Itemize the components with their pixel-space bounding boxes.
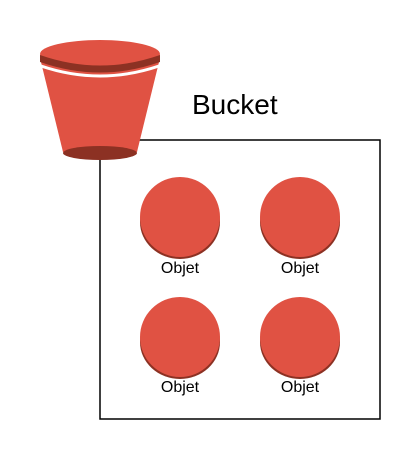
object-icon [260,297,340,379]
object-icon [260,177,340,259]
bucket-container-box [99,139,381,420]
object-icon [140,297,220,379]
object-label: Objet [160,379,200,396]
object-label: Objet [280,379,320,396]
s3-bucket-icon [40,40,160,160]
object-label: Objet [280,260,320,277]
object-icon [140,177,220,259]
object-label: Objet [160,260,200,277]
bucket-label: Bucket [192,89,278,120]
